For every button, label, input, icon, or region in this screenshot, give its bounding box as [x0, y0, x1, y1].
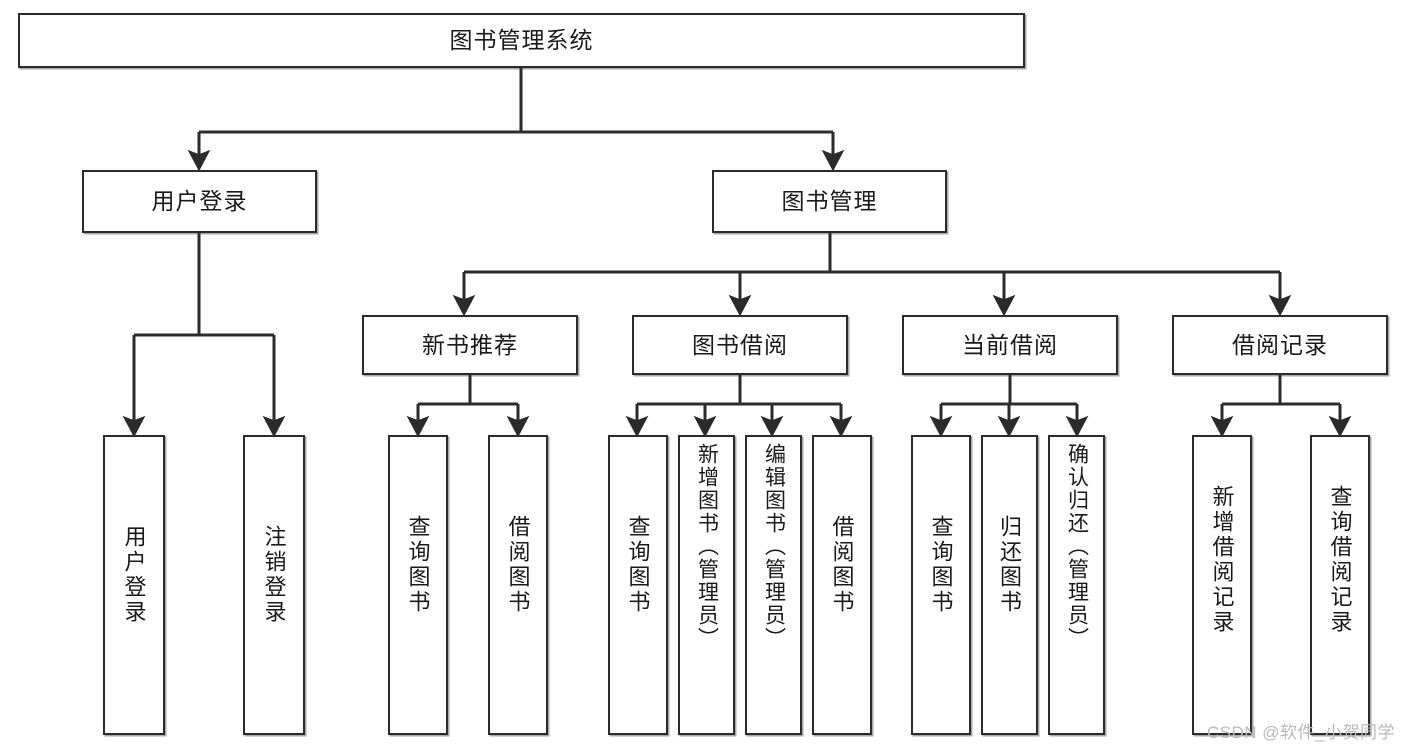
leaf-query-book-3-label: 查询图书 [928, 515, 954, 615]
leaf-user-login[interactable]: 用户登录 [103, 435, 165, 735]
node-current-borrow[interactable]: 当前借阅 [902, 315, 1118, 375]
node-book-management[interactable]: 图书管理 [712, 170, 947, 233]
leaf-confirm-return[interactable]: 确认归还（管理员） [1048, 435, 1105, 735]
node-user-login[interactable]: 用户登录 [82, 170, 317, 233]
leaf-query-record-label: 查询借阅记录 [1327, 485, 1353, 635]
node-new-book-recommend[interactable]: 新书推荐 [362, 315, 578, 375]
csdn-watermark: CSDN @软件_小贺同学 [1206, 723, 1395, 742]
node-current-borrow-label: 当前借阅 [962, 331, 1058, 358]
leaf-borrow-book-1[interactable]: 借阅图书 [488, 435, 548, 735]
node-borrow-record[interactable]: 借阅记录 [1172, 315, 1388, 375]
leaf-logout-login-label: 注销登录 [261, 525, 287, 625]
leaf-borrow-book-2-label: 借阅图书 [829, 515, 855, 615]
leaf-logout-login[interactable]: 注销登录 [243, 435, 305, 735]
leaf-borrow-book-2[interactable]: 借阅图书 [812, 435, 872, 735]
leaf-confirm-return-label: 确认归还（管理员） [1065, 443, 1089, 650]
leaf-add-record[interactable]: 新增借阅记录 [1192, 435, 1252, 735]
node-user-login-label: 用户登录 [151, 188, 248, 215]
node-root-label: 图书管理系统 [449, 27, 594, 54]
leaf-return-book[interactable]: 归还图书 [981, 435, 1038, 735]
leaf-query-book-2-label: 查询图书 [625, 515, 651, 615]
leaf-borrow-book-1-label: 借阅图书 [505, 515, 531, 615]
leaf-add-book-label: 新增图书（管理员） [695, 443, 719, 650]
leaf-add-record-label: 新增借阅记录 [1209, 485, 1235, 635]
leaf-query-record[interactable]: 查询借阅记录 [1310, 435, 1370, 735]
node-borrow-record-label: 借阅记录 [1232, 331, 1328, 358]
node-root[interactable]: 图书管理系统 [18, 13, 1025, 68]
leaf-edit-book-label: 编辑图书（管理员） [762, 443, 786, 650]
leaf-query-book-1[interactable]: 查询图书 [388, 435, 448, 735]
node-new-book-recommend-label: 新书推荐 [422, 331, 518, 358]
leaf-add-book[interactable]: 新增图书（管理员） [678, 435, 735, 735]
leaf-user-login-label: 用户登录 [121, 525, 147, 625]
node-book-management-label: 图书管理 [781, 188, 878, 215]
node-book-borrow-label: 图书借阅 [692, 331, 788, 358]
leaf-query-book-1-label: 查询图书 [405, 515, 431, 615]
leaf-return-book-label: 归还图书 [997, 515, 1023, 615]
leaf-query-book-2[interactable]: 查询图书 [608, 435, 668, 735]
node-book-borrow[interactable]: 图书借阅 [632, 315, 848, 375]
leaf-query-book-3[interactable]: 查询图书 [911, 435, 971, 735]
leaf-edit-book[interactable]: 编辑图书（管理员） [745, 435, 802, 735]
